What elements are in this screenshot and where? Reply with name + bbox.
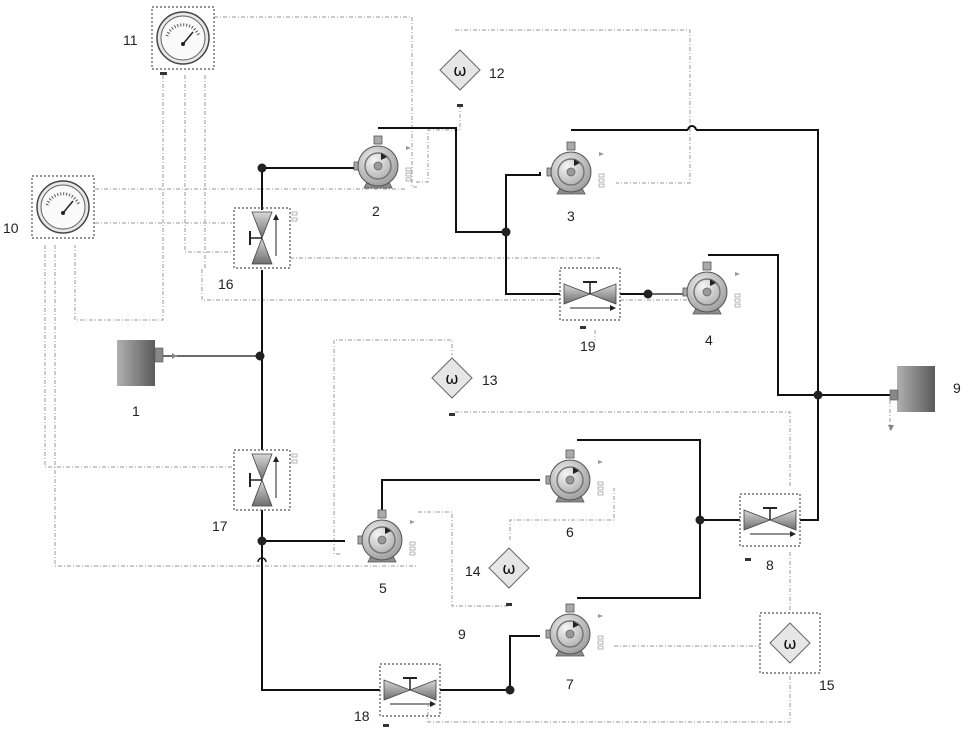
label-17: 17 [212, 518, 228, 534]
valve-8[interactable] [740, 494, 800, 546]
label-5: 5 [379, 580, 387, 596]
omega-text-15: ω [783, 634, 796, 653]
label-11: 11 [123, 32, 138, 48]
signal-lines [45, 17, 890, 722]
label-1: 1 [132, 403, 140, 419]
valve-16[interactable] [234, 208, 297, 268]
pump-6[interactable] [546, 450, 603, 502]
omega-text-12: ω [453, 61, 466, 80]
label-19: 19 [580, 338, 596, 354]
label-13: 13 [482, 372, 498, 388]
label-4: 4 [705, 332, 713, 348]
label-15: 15 [819, 677, 835, 693]
label-6: 6 [566, 524, 574, 540]
pump-5[interactable] [358, 510, 415, 562]
label-8: 8 [766, 557, 774, 573]
valve-19[interactable] [560, 268, 620, 320]
omega-text-13: ω [445, 369, 458, 388]
pump-7[interactable] [546, 604, 603, 656]
label-9-mid: 9 [458, 626, 466, 642]
label-9-outlet: 9 [953, 380, 961, 396]
valve-18[interactable] [380, 664, 440, 716]
label-7: 7 [566, 676, 574, 692]
pump-3[interactable] [547, 142, 604, 194]
pipe-junctions [256, 164, 823, 695]
valve-17[interactable] [234, 450, 297, 510]
label-12: 12 [489, 65, 505, 81]
label-14: 14 [465, 563, 481, 579]
process-pipes [163, 126, 890, 690]
pump-4[interactable] [683, 262, 740, 314]
gauge-11[interactable] [152, 7, 214, 75]
gauge-10[interactable] [32, 176, 94, 238]
label-10: 10 [3, 220, 19, 236]
outlet-tank-9[interactable] [888, 366, 935, 431]
label-3: 3 [567, 208, 575, 224]
label-16: 16 [218, 276, 234, 292]
omega-text-14: ω [502, 559, 515, 578]
pump-2[interactable] [354, 136, 411, 188]
label-2: 2 [372, 203, 380, 219]
label-18: 18 [354, 708, 370, 724]
source-tank-1[interactable] [117, 340, 177, 386]
